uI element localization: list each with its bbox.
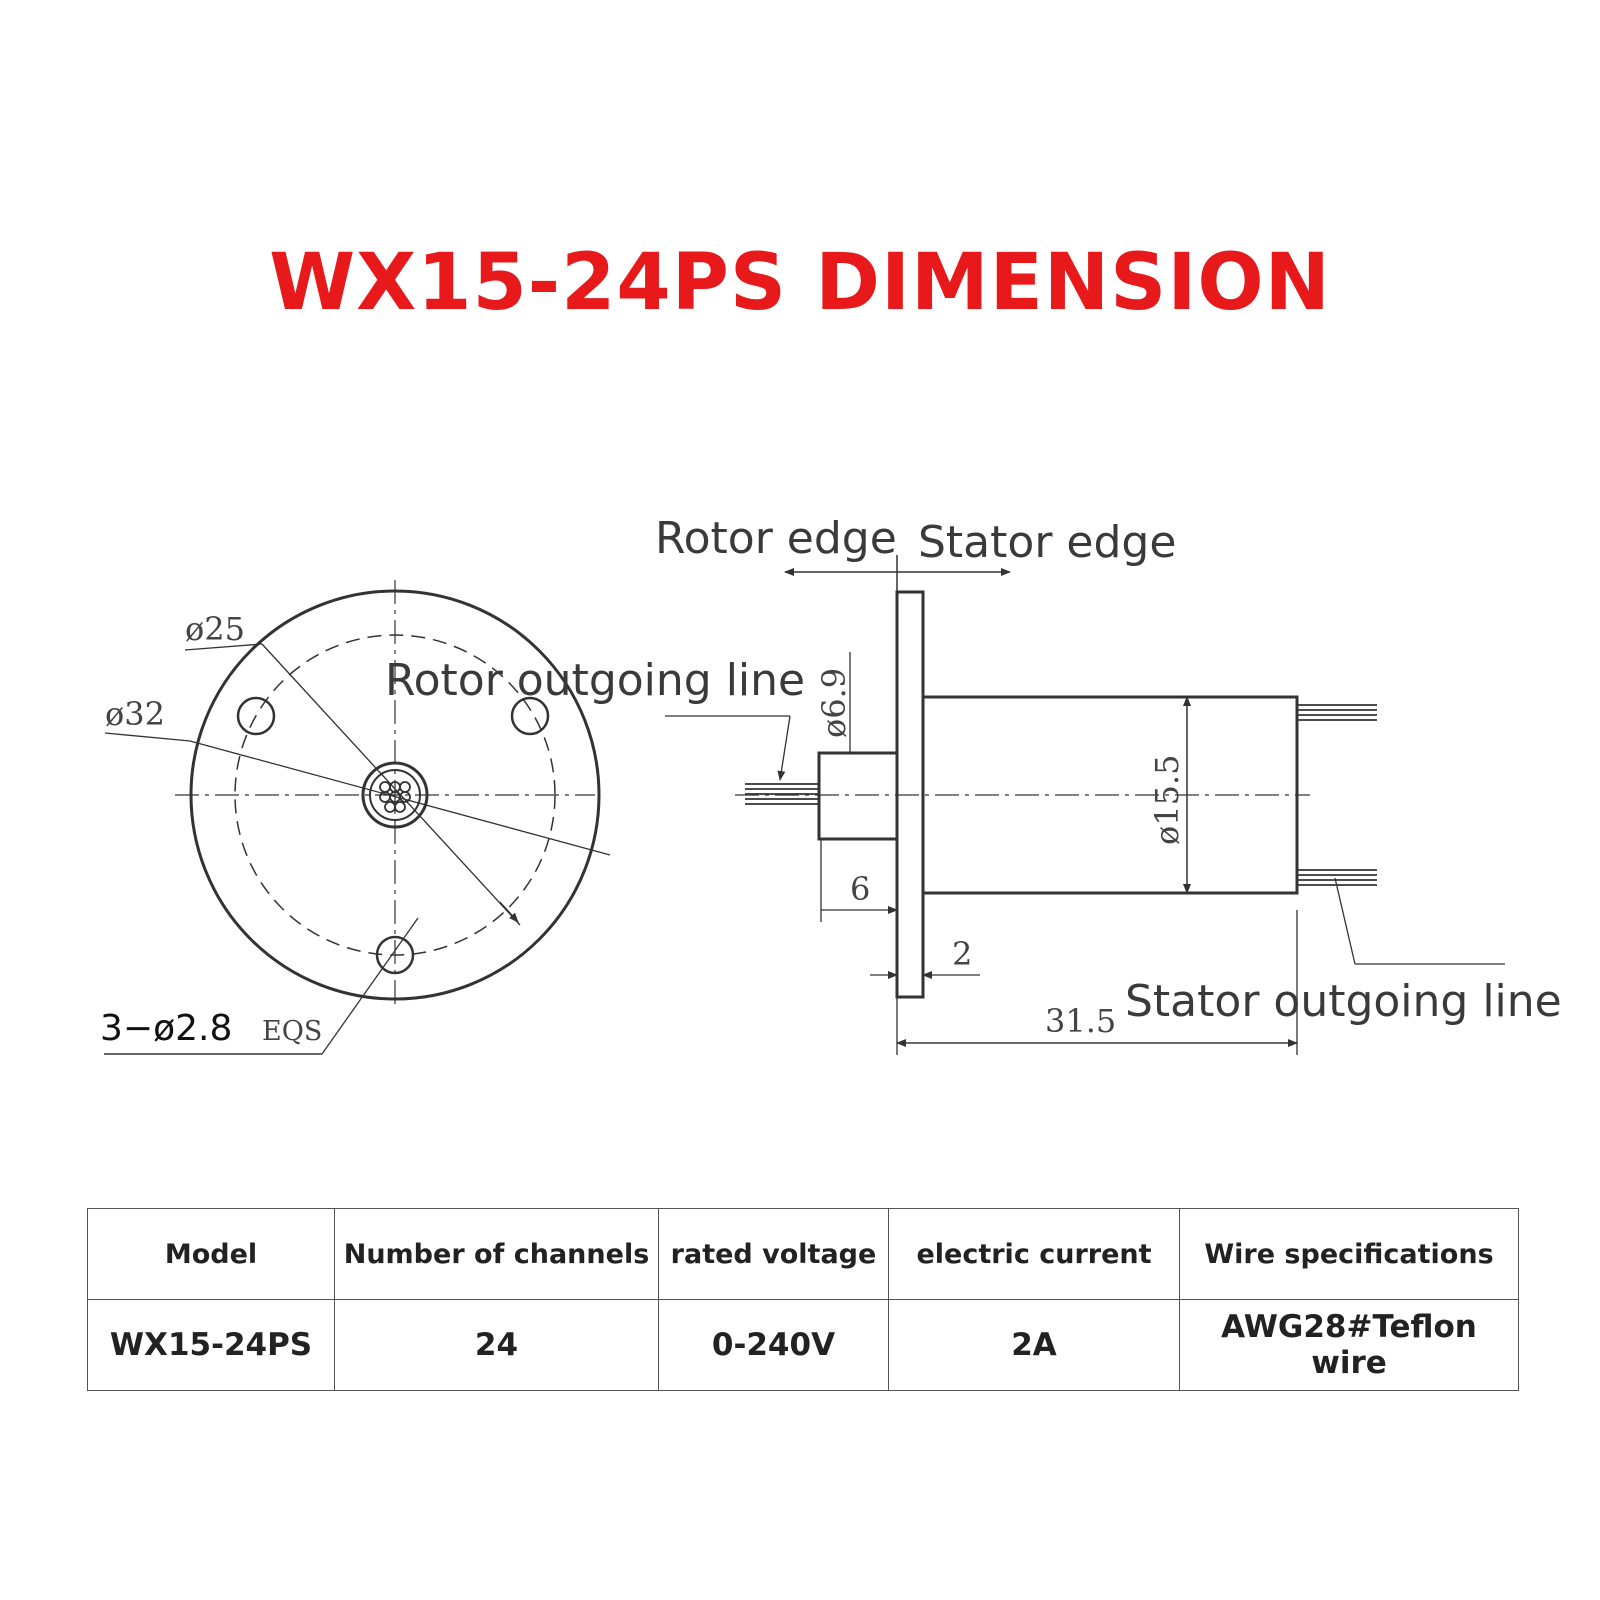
stator-edge-label: Stator edge: [918, 517, 1176, 568]
header-current: electric current: [888, 1208, 1180, 1300]
page-title: WX15-24PS DIMENSION: [269, 238, 1331, 328]
table-row: WX15-24PS 24 0-240V 2A AWG28#Teflon wire: [87, 1299, 1519, 1391]
header-wire: Wire specifications: [1179, 1208, 1519, 1300]
rotor-edge-label: Rotor edge: [655, 513, 897, 564]
mounting-hole: [236, 696, 276, 736]
spec-table: Model Number of channels rated voltage e…: [87, 1208, 1519, 1391]
dim-d6-9: ø6.9: [815, 668, 853, 738]
cell-voltage: 0-240V: [658, 1299, 889, 1391]
rotor-wires: [745, 783, 819, 805]
table-header-row: Model Number of channels rated voltage e…: [87, 1208, 1519, 1300]
mounting-hole: [375, 935, 415, 975]
wire-bundle: [379, 781, 411, 813]
mounting-hole: [510, 696, 550, 736]
header-voltage: rated voltage: [658, 1208, 889, 1300]
cell-channels: 24: [334, 1299, 659, 1391]
cell-wire: AWG28#Teflon wire: [1179, 1299, 1519, 1391]
dim-holes: 3−ø2.8: [100, 1008, 232, 1049]
cell-current: 2A: [888, 1299, 1180, 1391]
rotor-hub: [361, 761, 429, 829]
dim-31-5: 31.5: [1045, 1002, 1116, 1040]
stator-outgoing-line-label: Stator outgoing line: [1125, 976, 1562, 1027]
cell-model: WX15-24PS: [87, 1299, 335, 1391]
front-view: ø25 ø32 3−ø2.8 EQS: [100, 580, 611, 1055]
dim-d32: ø32: [105, 695, 165, 733]
rotor-outgoing-line-label: Rotor outgoing line: [385, 655, 805, 706]
header-model: Model: [87, 1208, 335, 1300]
side-view: Rotor edge Stator edge Rotor outgoing li…: [385, 513, 1562, 1055]
stator-body: [921, 695, 1299, 895]
dim-d15-5: ø15.5: [1148, 754, 1186, 845]
dim-6: 6: [850, 870, 870, 908]
dim-d25: ø25: [185, 610, 245, 648]
header-channels: Number of channels: [334, 1208, 659, 1300]
rotor-shaft: [817, 751, 899, 841]
dim-holes-suffix: EQS: [262, 1016, 322, 1047]
dim-2: 2: [952, 935, 972, 973]
